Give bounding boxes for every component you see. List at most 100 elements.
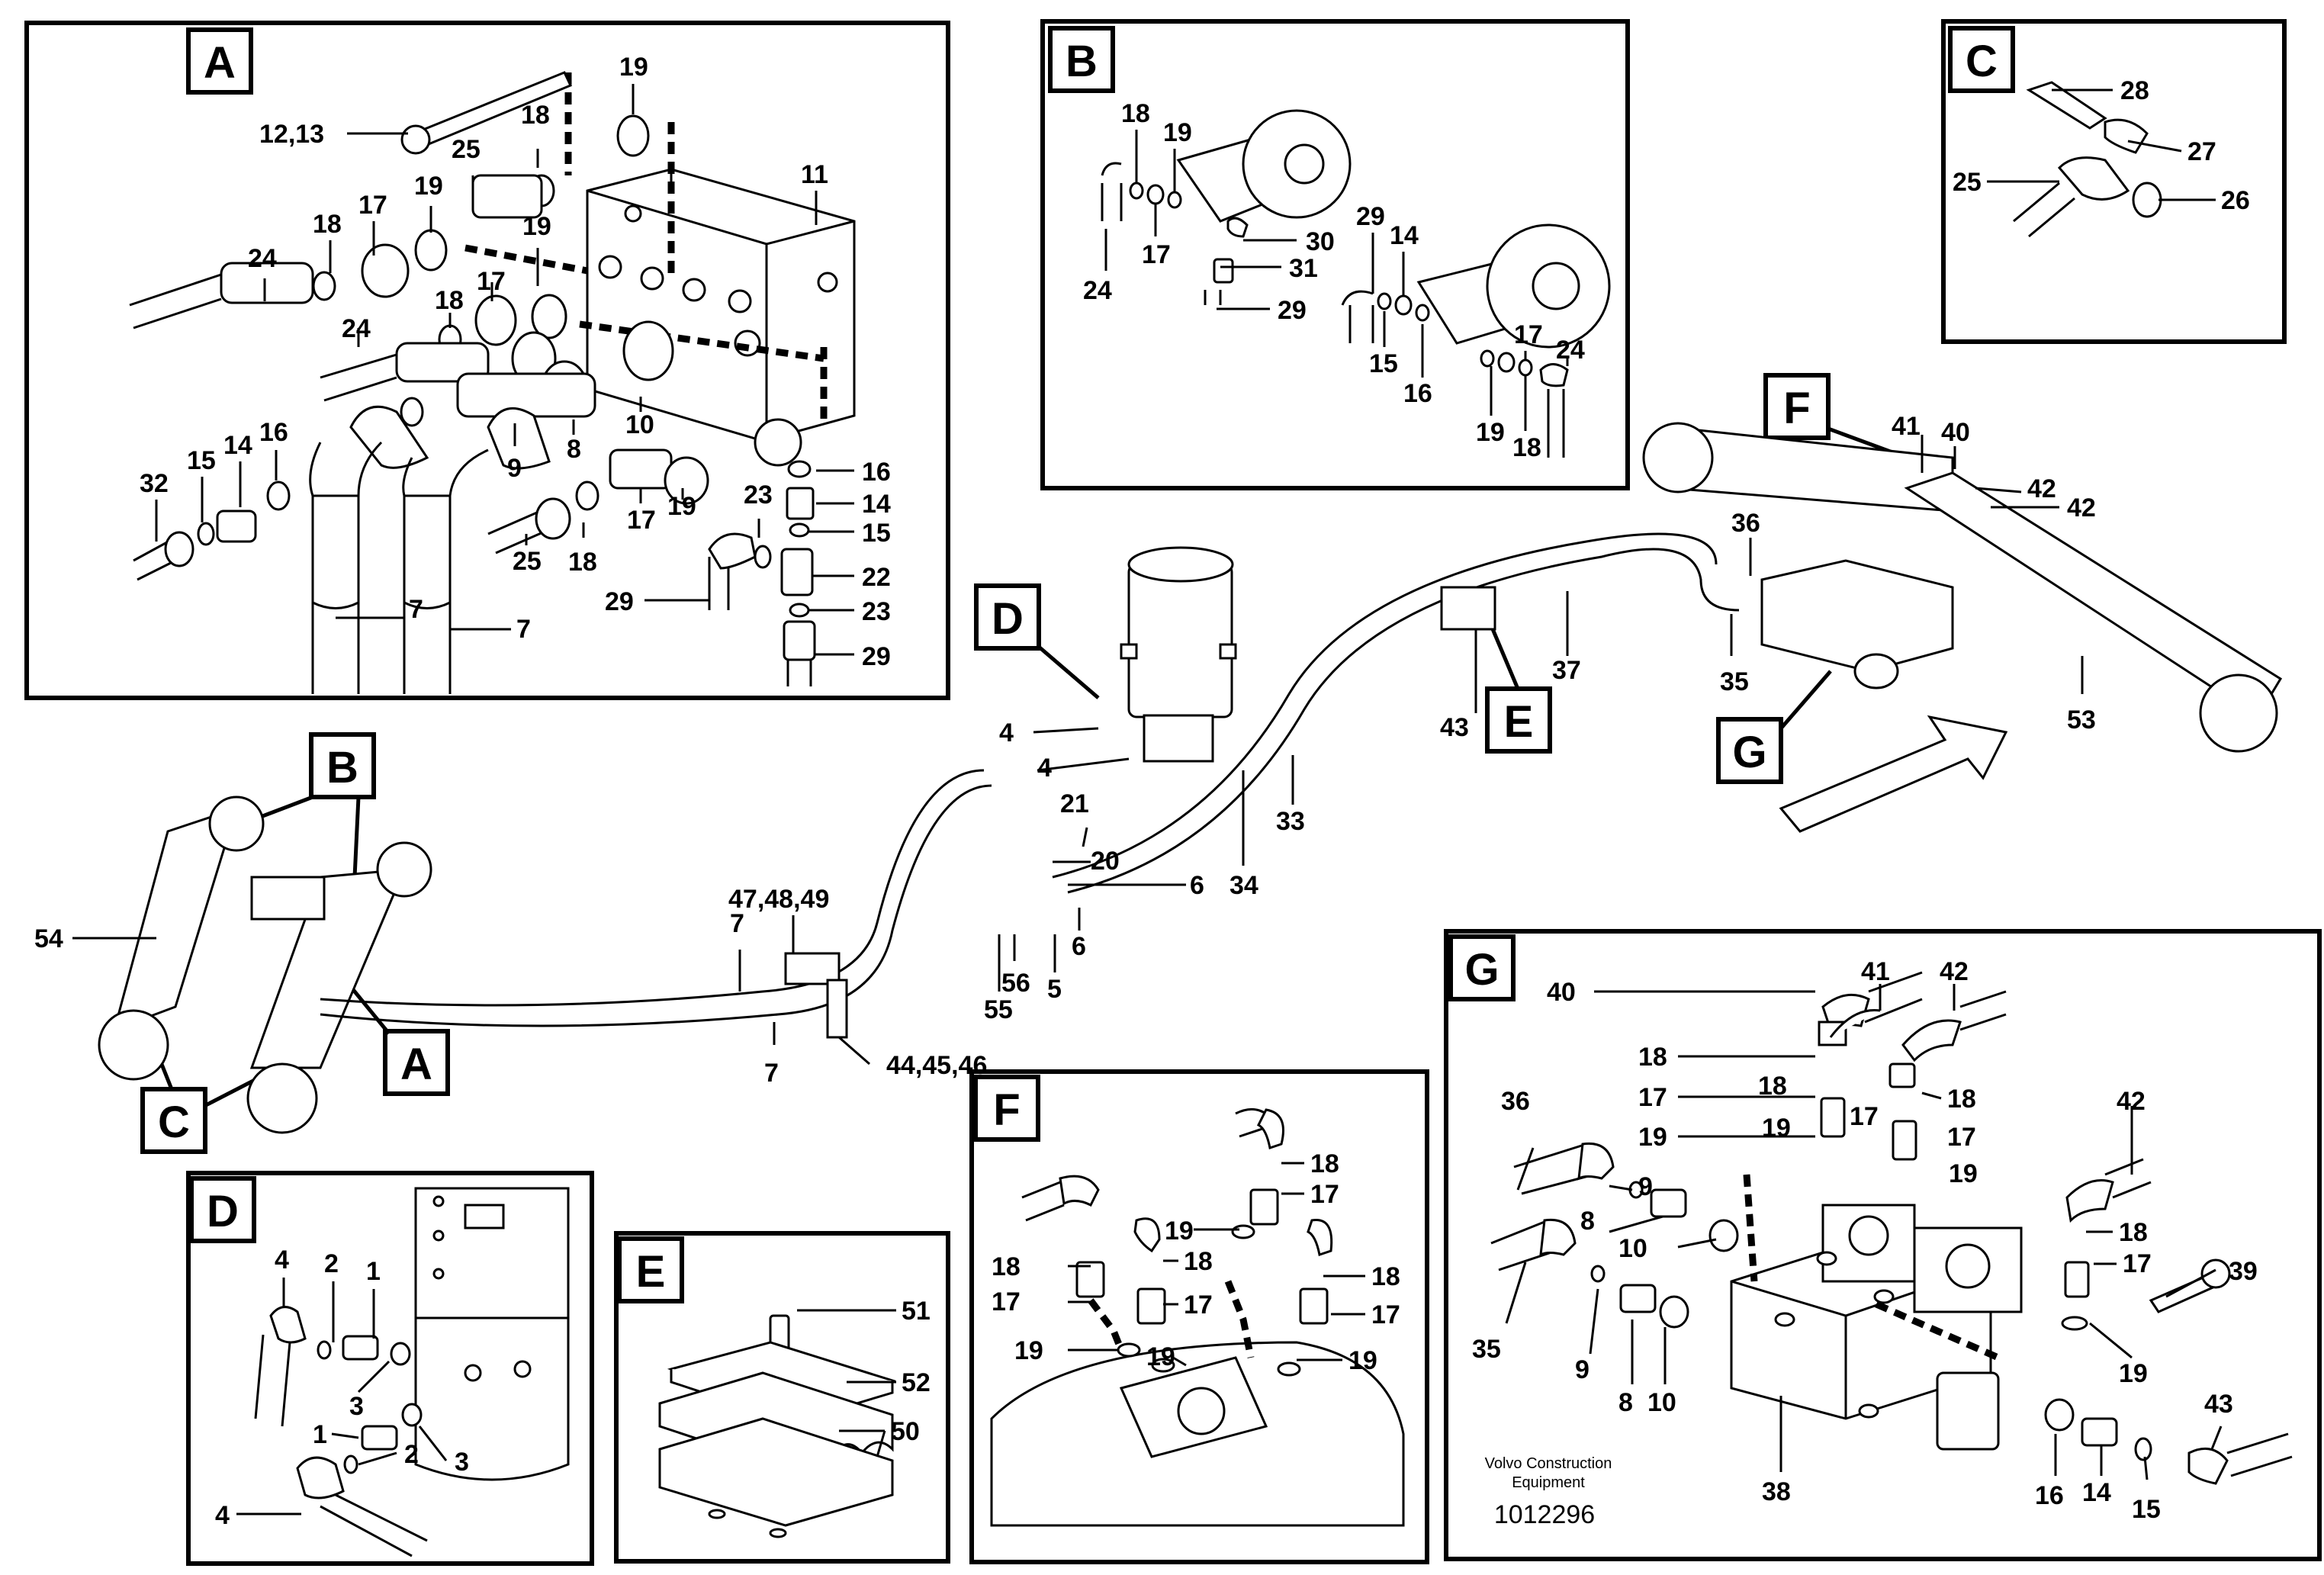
label-19: 19: [1146, 1342, 1175, 1371]
label-14: 14: [223, 431, 252, 460]
label-29: 29: [605, 587, 634, 616]
label-10: 10: [625, 410, 654, 439]
label-33: 33: [1276, 807, 1305, 836]
label-17: 17: [1142, 240, 1171, 269]
label-43: 43: [1440, 713, 1469, 742]
label-15: 15: [2132, 1495, 2161, 1524]
label-30: 30: [1306, 227, 1335, 256]
svg-text:A: A: [204, 38, 236, 88]
label-55: 55: [984, 995, 1013, 1024]
panel-c-frame: [1941, 19, 2287, 344]
label-25: 25: [452, 135, 481, 164]
label-9: 9: [507, 454, 522, 483]
label-15: 15: [862, 519, 891, 548]
label-17: 17: [2123, 1249, 2152, 1278]
callout-e-overview: E: [1485, 625, 1552, 754]
label-53: 53: [2067, 706, 2096, 734]
label-7: 7: [730, 909, 744, 938]
label-24: 24: [1083, 276, 1112, 305]
label-19: 19: [1476, 418, 1505, 447]
label-42: 42: [2027, 474, 2056, 503]
label-23: 23: [744, 481, 773, 509]
label-18: 18: [568, 548, 597, 577]
panel-c-labels: 28 27 25 26: [1953, 76, 2250, 215]
label-8: 8: [1580, 1207, 1595, 1236]
label-4: 4: [275, 1246, 289, 1274]
panel-a-artwork: [129, 71, 856, 694]
label-41: 41: [1861, 957, 1890, 986]
label-54: 54: [34, 924, 63, 953]
label-2: 2: [404, 1440, 419, 1469]
label-19: 19: [1348, 1346, 1377, 1375]
label-29: 29: [1278, 296, 1307, 325]
label-19: 19: [2119, 1359, 2148, 1388]
label-17: 17: [1310, 1180, 1339, 1209]
callout-g-panel: G: [1448, 934, 1516, 1001]
panel-f-frame: [969, 1069, 1429, 1564]
panel-c-artwork: [2013, 81, 2162, 238]
svg-text:D: D: [207, 1187, 239, 1236]
label-19: 19: [414, 172, 443, 201]
callout-c-panel: C: [1948, 26, 2015, 93]
callout-a-panel: A: [186, 27, 253, 95]
svg-text:C: C: [1966, 37, 1998, 86]
label-15: 15: [1369, 349, 1398, 378]
label-24: 24: [1556, 336, 1585, 365]
callout-f-panel: F: [973, 1075, 1040, 1142]
label-7: 7: [764, 1059, 779, 1088]
svg-text:A: A: [400, 1040, 432, 1089]
label-25: 25: [513, 547, 542, 576]
svg-text:F: F: [993, 1085, 1020, 1135]
label-3: 3: [349, 1392, 364, 1421]
panel-a-frame: [24, 21, 950, 700]
label-37: 37: [1552, 656, 1581, 685]
panel-g-frame: [1444, 929, 2322, 1561]
label-14: 14: [2082, 1478, 2111, 1507]
label-56: 56: [1001, 969, 1030, 998]
label-18: 18: [1638, 1043, 1667, 1072]
label-41: 41: [1892, 412, 1921, 441]
label-9: 9: [1638, 1172, 1653, 1201]
label-14: 14: [862, 490, 891, 519]
label-17: 17: [627, 506, 656, 535]
label-19: 19: [1638, 1123, 1667, 1152]
label-18: 18: [435, 286, 464, 315]
label-18: 18: [1758, 1072, 1787, 1101]
label-7: 7: [409, 595, 423, 624]
label-10: 10: [1647, 1388, 1676, 1417]
panel-d-labels: 4 2 1 3 1 2 3 4: [215, 1246, 469, 1530]
label-24: 24: [248, 244, 277, 273]
label-20: 20: [1091, 847, 1120, 876]
label-8: 8: [567, 435, 581, 464]
label-18: 18: [1371, 1262, 1400, 1291]
label-50: 50: [891, 1417, 920, 1446]
label-52: 52: [902, 1368, 931, 1397]
label-6: 6: [1190, 871, 1204, 900]
label-2: 2: [324, 1249, 339, 1278]
label-18: 18: [313, 210, 342, 239]
panel-b-labels: 18 19 17 24 30 31 29 29 14 15 16 17 24 1…: [1083, 99, 1585, 462]
manufacturer-note: Volvo Construction Equipment 1012296: [1485, 1455, 1612, 1529]
label-19: 19: [619, 53, 648, 82]
label-47-48-49: 47,48,49: [728, 885, 829, 914]
label-44-45-46: 44,45,46: [886, 1051, 987, 1080]
label-5: 5: [1047, 975, 1062, 1004]
panel-e-labels: 51 52 50: [891, 1297, 931, 1446]
label-38: 38: [1762, 1477, 1791, 1506]
label-1: 1: [313, 1420, 327, 1449]
label-26: 26: [2221, 186, 2250, 215]
label-27: 27: [2187, 137, 2216, 166]
label-7: 7: [516, 615, 531, 644]
label-14: 14: [1390, 221, 1419, 250]
label-42: 42: [1940, 957, 1969, 986]
label-19: 19: [1762, 1114, 1791, 1143]
label-18: 18: [1512, 433, 1541, 462]
label-12-13: 12,13: [259, 120, 324, 149]
svg-text:G: G: [1464, 945, 1499, 995]
label-17: 17: [1371, 1300, 1400, 1329]
label-9: 9: [1575, 1355, 1590, 1384]
label-51: 51: [902, 1297, 931, 1326]
manufacturer-line-2: Equipment: [1512, 1474, 1585, 1491]
label-19: 19: [1014, 1336, 1043, 1365]
callout-b-panel: B: [1048, 26, 1115, 93]
